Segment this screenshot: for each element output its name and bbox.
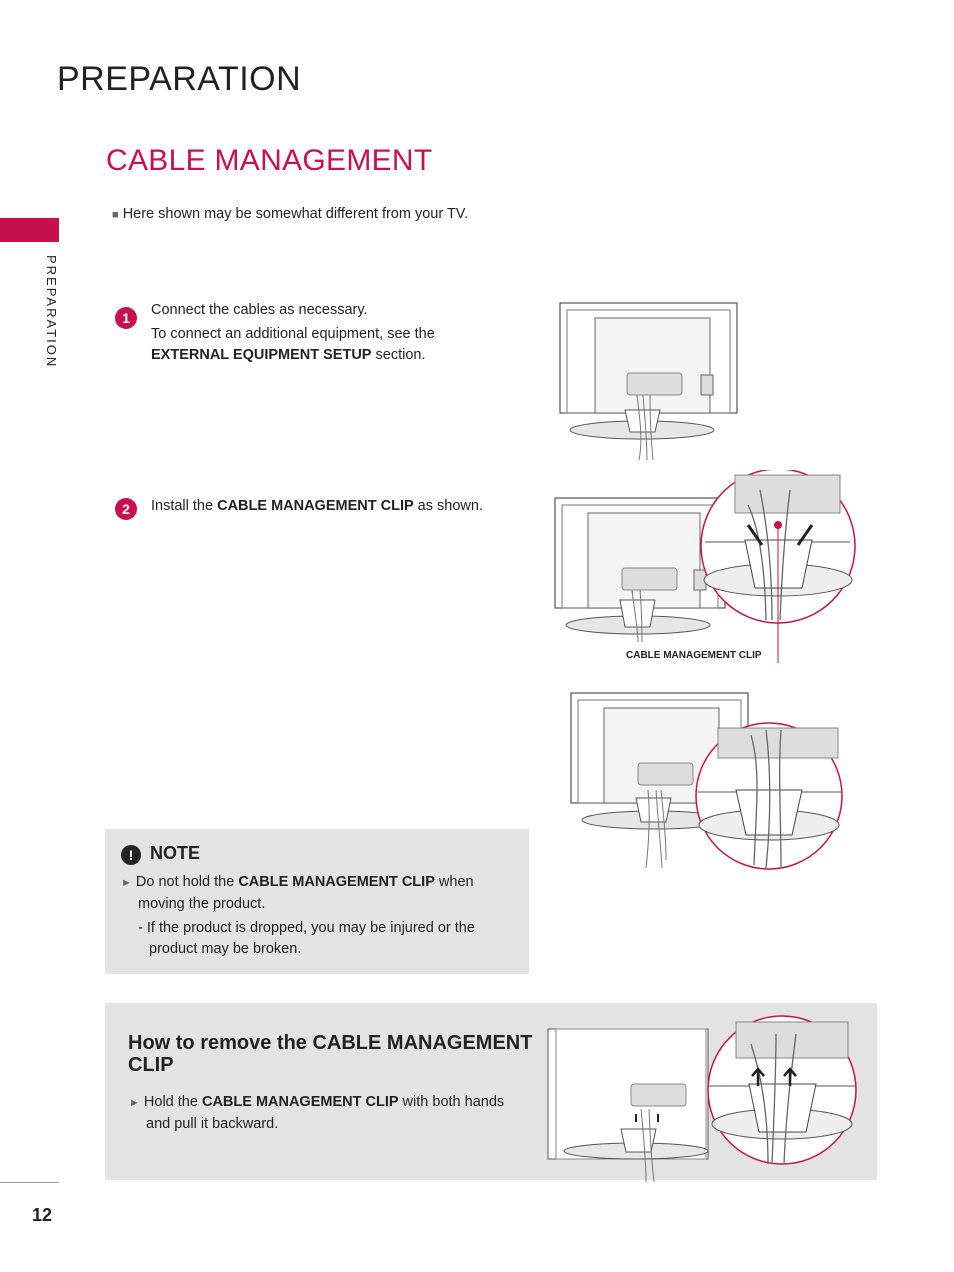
side-tab-marker bbox=[0, 218, 59, 242]
page-title: PREPARATION bbox=[57, 60, 302, 98]
note-line2: moving the product. bbox=[138, 896, 266, 912]
remove-suffix: with both hands bbox=[398, 1094, 505, 1110]
arrow-bullet-icon: ► bbox=[129, 1097, 140, 1109]
arrow-bullet-icon: ► bbox=[121, 877, 132, 889]
step-1-text: Connect the cables as necessary. To conn… bbox=[151, 300, 491, 366]
note-suffix: when bbox=[434, 874, 474, 890]
note-bold: CABLE MANAGEMENT CLIP bbox=[238, 874, 435, 890]
footer-rule bbox=[0, 1182, 59, 1183]
side-label: PREPARATION bbox=[44, 255, 59, 369]
step-1-bold: EXTERNAL EQUIPMENT SETUP bbox=[151, 347, 372, 363]
remove-bold: CABLE MANAGEMENT CLIP bbox=[201, 1094, 399, 1110]
step-1-line1: Connect the cables as necessary. bbox=[151, 302, 368, 318]
square-bullet-icon: ■ bbox=[112, 209, 119, 221]
clip-caption: CABLE MANAGEMENT CLIP bbox=[626, 650, 762, 661]
remove-line2: and pull it backward. bbox=[146, 1116, 279, 1132]
step-2-prefix: Install the bbox=[151, 498, 218, 514]
step-1-suffix: section. bbox=[371, 347, 426, 363]
remove-title: How to remove the CABLE MANAGEMENT CLIP bbox=[128, 1032, 533, 1076]
note-prefix: Do not hold the bbox=[131, 874, 239, 890]
note-panel bbox=[105, 829, 529, 974]
page-number: 12 bbox=[32, 1205, 53, 1225]
tv-back-illustration-3 bbox=[570, 692, 843, 870]
note-title: NOTE bbox=[150, 843, 201, 863]
remove-line1: ► Hold the CABLE MANAGEMENT CLIP with bo… bbox=[129, 1092, 539, 1114]
section-title: CABLE MANAGEMENT bbox=[106, 144, 433, 177]
note-line1: ► Do not hold the CABLE MANAGEMENT CLIP … bbox=[121, 872, 516, 894]
step-2-suffix: as shown. bbox=[413, 498, 483, 514]
step-1-badge: 1 bbox=[115, 307, 137, 329]
step-1-line3: EXTERNAL EQUIPMENT SETUP section. bbox=[151, 345, 491, 366]
step-2-text: Install the CABLE MANAGEMENT CLIP as sho… bbox=[151, 496, 483, 517]
intro-text: Here shown may be somewhat different fro… bbox=[122, 206, 469, 222]
step-2-bold: CABLE MANAGEMENT CLIP bbox=[217, 498, 414, 514]
note-body: ► Do not hold the CABLE MANAGEMENT CLIP … bbox=[121, 872, 516, 960]
tv-back-illustration-2 bbox=[554, 470, 856, 663]
remove-prefix: Hold the bbox=[139, 1094, 202, 1110]
note-sub2: product may be broken. bbox=[149, 941, 302, 957]
step-1-line2: To connect an additional equipment, see … bbox=[151, 326, 435, 342]
exclamation-icon: ! bbox=[121, 845, 141, 865]
tv-back-illustration-1 bbox=[559, 302, 738, 461]
remove-body: ► Hold the CABLE MANAGEMENT CLIP with bo… bbox=[129, 1092, 539, 1135]
note-sub1: - If the product is dropped, you may be … bbox=[138, 920, 475, 936]
intro-note: ■ Here shown may be somewhat different f… bbox=[112, 204, 468, 226]
step-2-badge: 2 bbox=[115, 498, 137, 520]
tv-back-illustration-4 bbox=[547, 1015, 857, 1182]
